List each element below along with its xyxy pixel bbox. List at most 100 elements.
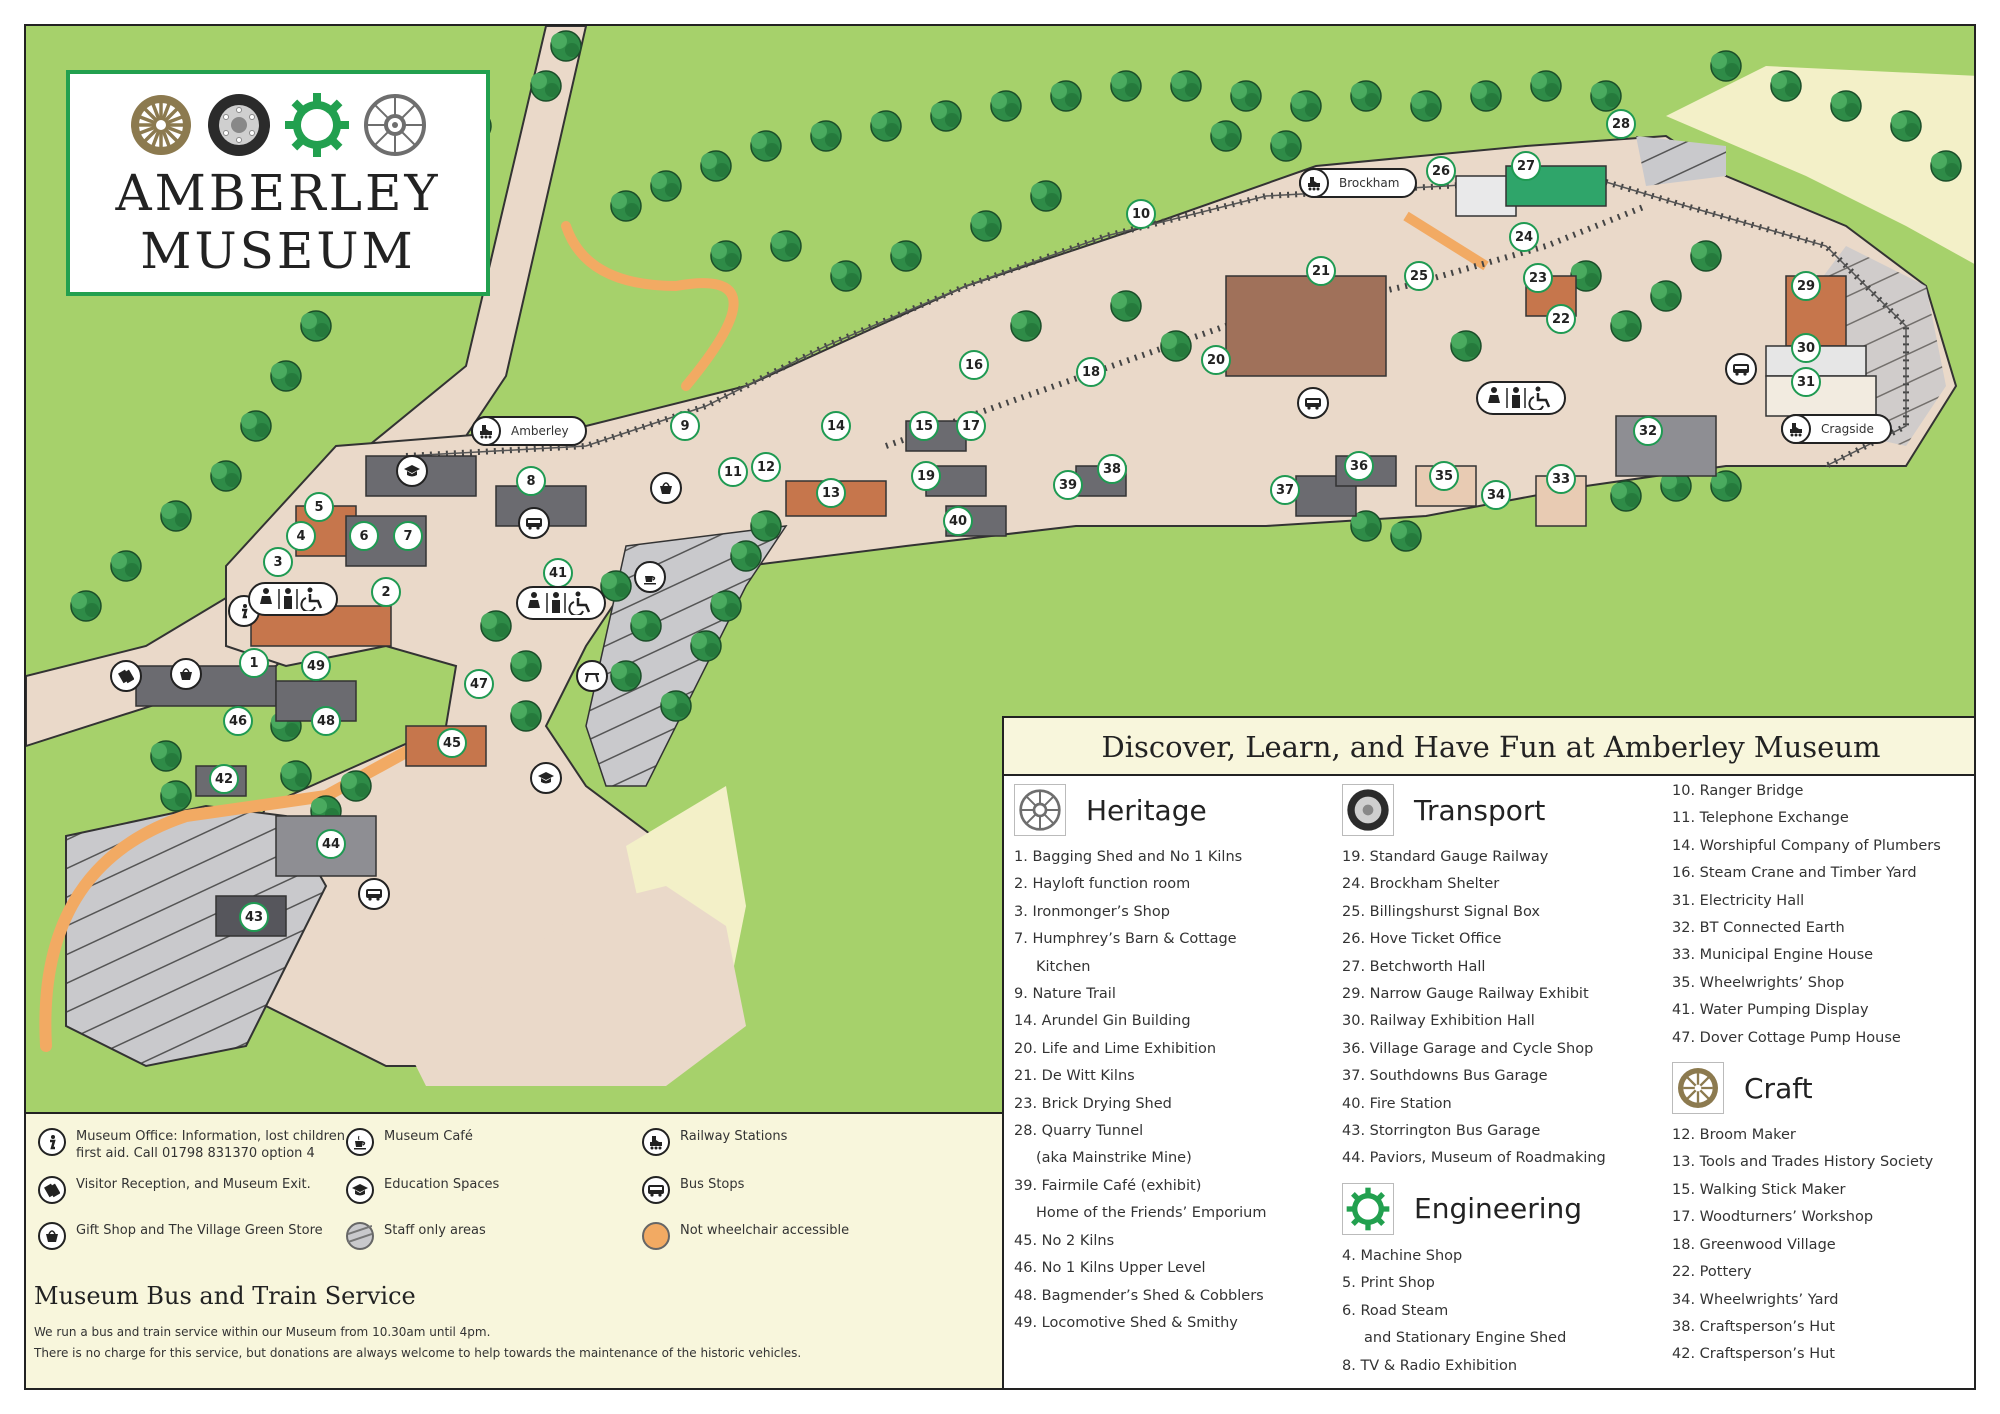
directory-entry: 32. BT Connected Earth (1672, 920, 1845, 937)
bus-stop-icon[interactable] (1725, 353, 1757, 385)
toilets-accessible-icon[interactable] (516, 586, 606, 620)
map-marker-9[interactable]: 9 (670, 411, 700, 441)
picnic-icon[interactable] (576, 660, 608, 692)
directory-entry: 41. Water Pumping Display (1672, 1002, 1869, 1019)
station-cragside[interactable]: Cragside (1781, 414, 1892, 444)
map-marker-23[interactable]: 23 (1523, 263, 1553, 293)
map-marker-8[interactable]: 8 (516, 466, 546, 496)
map-marker-45[interactable]: 45 (437, 728, 467, 758)
directory-entry: 7. Humphrey’s Barn & Cottage (1014, 931, 1237, 948)
map-marker-44[interactable]: 44 (316, 829, 346, 859)
map-marker-16[interactable]: 16 (959, 350, 989, 380)
legend-item-museum-office: Museum Office: Information, lost childre… (38, 1128, 349, 1162)
map-marker-32[interactable]: 32 (1633, 416, 1663, 446)
category-title: Craft (1744, 1071, 1813, 1105)
directory-entry: 26. Hove Ticket Office (1342, 931, 1502, 948)
map-marker-24[interactable]: 24 (1509, 222, 1539, 252)
station-brockham[interactable]: Brockham (1299, 168, 1418, 198)
map-marker-20[interactable]: 20 (1201, 345, 1231, 375)
map-marker-18[interactable]: 18 (1076, 357, 1106, 387)
directory-entry: 30. Railway Exhibition Hall (1342, 1013, 1535, 1030)
map-marker-19[interactable]: 19 (911, 461, 941, 491)
directory-entry: 20. Life and Lime Exhibition (1014, 1040, 1217, 1057)
map-marker-3[interactable]: 3 (263, 547, 293, 577)
not-accessible-icon (642, 1222, 670, 1250)
map-marker-43[interactable]: 43 (239, 902, 269, 932)
map-marker-42[interactable]: 42 (209, 764, 239, 794)
map-marker-31[interactable]: 31 (1791, 367, 1821, 397)
directory-entry: 3. Ironmonger’s Shop (1014, 903, 1170, 920)
map-marker-14[interactable]: 14 (821, 411, 851, 441)
logo-title-line2: MUSEUM (140, 222, 416, 280)
map-marker-6[interactable]: 6 (349, 521, 379, 551)
category-title: Heritage (1086, 793, 1207, 827)
station-amberley[interactable]: Amberley (471, 416, 587, 446)
map-marker-10[interactable]: 10 (1126, 199, 1156, 229)
map-marker-37[interactable]: 37 (1270, 475, 1300, 505)
map-marker-25[interactable]: 25 (1404, 261, 1434, 291)
cafe-icon (346, 1128, 374, 1156)
map-marker-47[interactable]: 47 (464, 669, 494, 699)
education-icon[interactable] (530, 762, 562, 794)
map-marker-36[interactable]: 36 (1344, 451, 1374, 481)
map-marker-49[interactable]: 49 (301, 651, 331, 681)
directory-entry: 48. Bagmender’s Shed & Cobblers (1014, 1287, 1264, 1304)
map-marker-2[interactable]: 2 (371, 577, 401, 607)
map-marker-41[interactable]: 41 (543, 558, 573, 588)
map-marker-12[interactable]: 12 (751, 452, 781, 482)
map-illustration (26, 26, 1974, 1086)
toilets-accessible-icon[interactable] (1476, 381, 1566, 415)
legend-item-railway-stations: Railway Stations (642, 1128, 787, 1156)
map-marker-28[interactable]: 28 (1606, 109, 1636, 139)
map-marker-34[interactable]: 34 (1481, 480, 1511, 510)
map-marker-4[interactable]: 4 (286, 521, 316, 551)
map-marker-26[interactable]: 26 (1426, 156, 1456, 186)
directory-entry: 9. Nature Trail (1014, 986, 1116, 1003)
cafe-icon[interactable] (634, 561, 666, 593)
directory-entry: 22. Pottery (1672, 1264, 1752, 1281)
map-marker-46[interactable]: 46 (223, 706, 253, 736)
directory-entry: 5. Print Shop (1342, 1275, 1435, 1292)
gift-shop-icon (38, 1222, 66, 1250)
toilets-accessible-icon[interactable] (248, 582, 338, 616)
map-marker-15[interactable]: 15 (909, 411, 939, 441)
ticket-icon[interactable] (110, 660, 142, 692)
directory-entry: 31. Electricity Hall (1672, 892, 1805, 909)
gift-shop-icon[interactable] (650, 472, 682, 504)
map-marker-40[interactable]: 40 (943, 506, 973, 536)
station-label: Cragside (1821, 422, 1874, 436)
legend-label: Visitor Reception, and Museum Exit. (76, 1177, 311, 1192)
directory-entry: 49. Locomotive Shed & Smithy (1014, 1314, 1238, 1331)
legend-item-education-spaces: Education Spaces (346, 1176, 499, 1204)
gift-shop-icon[interactable] (170, 658, 202, 690)
map-marker-35[interactable]: 35 (1429, 461, 1459, 491)
map-marker-33[interactable]: 33 (1546, 464, 1576, 494)
map-marker-11[interactable]: 11 (718, 457, 748, 487)
bus-stop-icon[interactable] (358, 878, 390, 910)
map-marker-7[interactable]: 7 (393, 521, 423, 551)
railway-station-icon (642, 1128, 670, 1156)
map-marker-30[interactable]: 30 (1791, 333, 1821, 363)
map-marker-1[interactable]: 1 (239, 648, 269, 678)
directory-entry: 6. Road Steam (1342, 1302, 1449, 1319)
education-icon[interactable] (396, 455, 428, 487)
map-marker-48[interactable]: 48 (311, 706, 341, 736)
map-marker-5[interactable]: 5 (304, 492, 334, 522)
map-marker-39[interactable]: 39 (1053, 470, 1083, 500)
directory-entry: 8. TV & Radio Exhibition (1342, 1357, 1518, 1374)
map-marker-22[interactable]: 22 (1546, 304, 1576, 334)
map-marker-27[interactable]: 27 (1511, 151, 1541, 181)
bus-stop-icon[interactable] (1297, 387, 1329, 419)
transport-tyre-icon (1342, 784, 1394, 836)
map-marker-13[interactable]: 13 (816, 478, 846, 508)
bus-stop-icon[interactable] (518, 507, 550, 539)
railway-station-icon (471, 416, 501, 446)
station-label: Brockham (1339, 176, 1400, 190)
map-marker-38[interactable]: 38 (1097, 454, 1127, 484)
map-marker-21[interactable]: 21 (1306, 256, 1336, 286)
ticket-icon (38, 1176, 66, 1204)
map-marker-29[interactable]: 29 (1791, 271, 1821, 301)
map-marker-17[interactable]: 17 (956, 411, 986, 441)
